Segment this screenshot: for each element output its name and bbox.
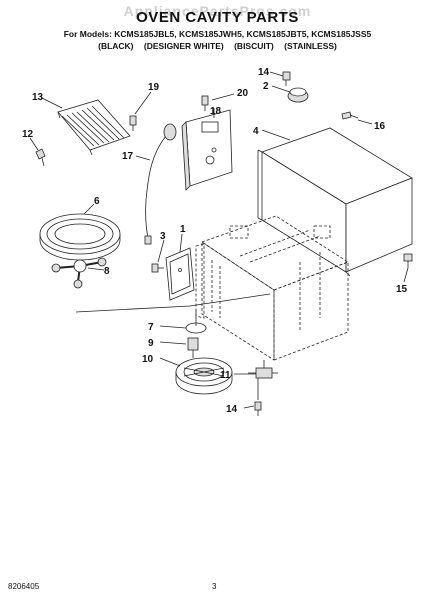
turntable-motor-part[interactable] [175, 357, 233, 395]
callout-20: 20 [237, 88, 249, 99]
leader-7 [159, 325, 187, 329]
callout-18: 18 [210, 106, 222, 117]
variant-designer-white: (DESIGNER WHITE) [143, 41, 224, 51]
leader-15 [403, 267, 409, 283]
cover-plate-part[interactable] [165, 247, 195, 301]
screw-16-part[interactable] [341, 111, 359, 120]
callout-11: 11 [220, 370, 231, 381]
variant-stainless: (STAINLESS) [284, 41, 337, 51]
screw-15-part[interactable] [403, 253, 413, 268]
screw-14-top-part[interactable] [282, 71, 291, 86]
leader-6 [83, 203, 95, 215]
callout-10: 10 [142, 354, 154, 365]
callout-6: 6 [94, 196, 100, 207]
callout-13: 13 [32, 92, 44, 103]
glass-tray-part[interactable] [39, 213, 121, 261]
leader-10 [159, 357, 181, 367]
callout-8: 8 [104, 266, 110, 277]
variant-biscuit: (BISCUIT) [234, 41, 274, 51]
screw-3-part[interactable] [151, 263, 164, 273]
callout-3: 3 [160, 231, 166, 242]
site-watermark: AppliancePartsPros.com [123, 3, 312, 19]
screw-19-part[interactable] [129, 115, 137, 131]
models-line: For Models: KCMS185JBL5, KCMS185JWH5, KC… [63, 29, 372, 39]
leader-cavity-b [189, 293, 271, 307]
callout-16: 16 [374, 121, 386, 132]
callout-14-bottom: 14 [226, 404, 238, 415]
callout-17: 17 [122, 151, 134, 162]
leader-17 [135, 155, 151, 161]
thermal-protector-part[interactable] [248, 367, 278, 379]
leader-3 [157, 239, 165, 263]
callout-19: 19 [148, 82, 160, 93]
screw-20-part[interactable] [201, 95, 209, 111]
lamp-part[interactable] [287, 87, 309, 103]
leader-14-top [269, 71, 284, 77]
leader-2 [271, 85, 291, 93]
screw-14-bottom-part[interactable] [254, 401, 262, 416]
callout-4: 4 [253, 126, 259, 137]
shaft-part[interactable] [187, 337, 199, 358]
callout-14-top: 14 [258, 67, 270, 78]
variant-black: (BLACK) [98, 41, 134, 51]
oven-cavity-part[interactable] [195, 215, 349, 361]
page-title: OVEN CAVITY PARTS [136, 9, 299, 26]
leader-20 [211, 93, 235, 101]
callout-15: 15 [396, 284, 408, 295]
leader-9 [159, 341, 187, 345]
leader-16 [357, 119, 373, 125]
wire-harness-part[interactable] [144, 123, 177, 245]
leader-13 [41, 97, 63, 109]
page-number: 3 [212, 582, 217, 591]
callout-1: 1 [180, 224, 186, 235]
screw-12-part[interactable] [35, 148, 46, 167]
color-variants: (BLACK) (DESIGNER WHITE) (BISCUIT) (STAI… [0, 41, 435, 51]
document-number: 8206405 [8, 582, 40, 591]
leader-4 [261, 129, 291, 141]
waveguide-bracket-part[interactable] [181, 109, 233, 191]
outer-wrapper-part[interactable] [257, 127, 413, 277]
leader-14-bottom [243, 405, 255, 409]
callout-12: 12 [22, 129, 34, 140]
grill-rack-part[interactable] [57, 99, 131, 156]
leader-12 [29, 137, 39, 151]
coupler-part[interactable] [185, 310, 207, 334]
leader-1 [179, 233, 183, 253]
leader-19 [134, 91, 152, 115]
roller-support-part[interactable] [51, 257, 107, 289]
callout-9: 9 [148, 338, 154, 349]
leader-8 [87, 267, 105, 271]
callout-2: 2 [263, 81, 269, 92]
leader-cavity-a [75, 305, 191, 313]
callout-7: 7 [148, 322, 154, 333]
